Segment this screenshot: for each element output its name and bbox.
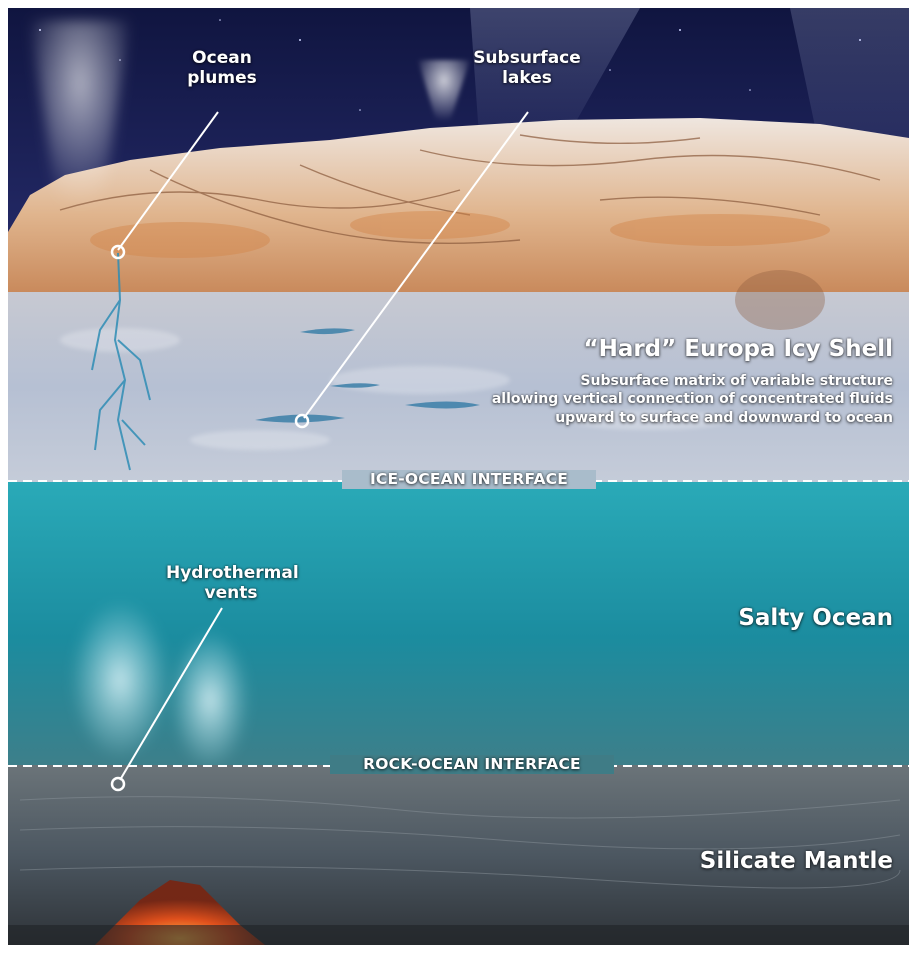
subsurface-lakes-label: Subsurface lakes	[462, 48, 592, 89]
icy-shell-description: Subsurface matrix of variable structure …	[373, 372, 893, 427]
rock-ocean-interface-label: ROCK-OCEAN INTERFACE	[330, 755, 614, 774]
fracture-zone	[735, 270, 825, 330]
ocean-plumes-label: Ocean plumes	[172, 48, 272, 89]
silicate-mantle-title: Silicate Mantle	[593, 848, 893, 876]
mantle-base	[8, 925, 909, 945]
icy-shell-title: “Hard” Europa Icy Shell	[473, 336, 893, 364]
hydrothermal-vents-label: Hydrothermal vents	[166, 563, 296, 604]
salty-ocean-title: Salty Ocean	[633, 605, 893, 633]
ice-ocean-interface-label: ICE-OCEAN INTERFACE	[342, 470, 596, 489]
